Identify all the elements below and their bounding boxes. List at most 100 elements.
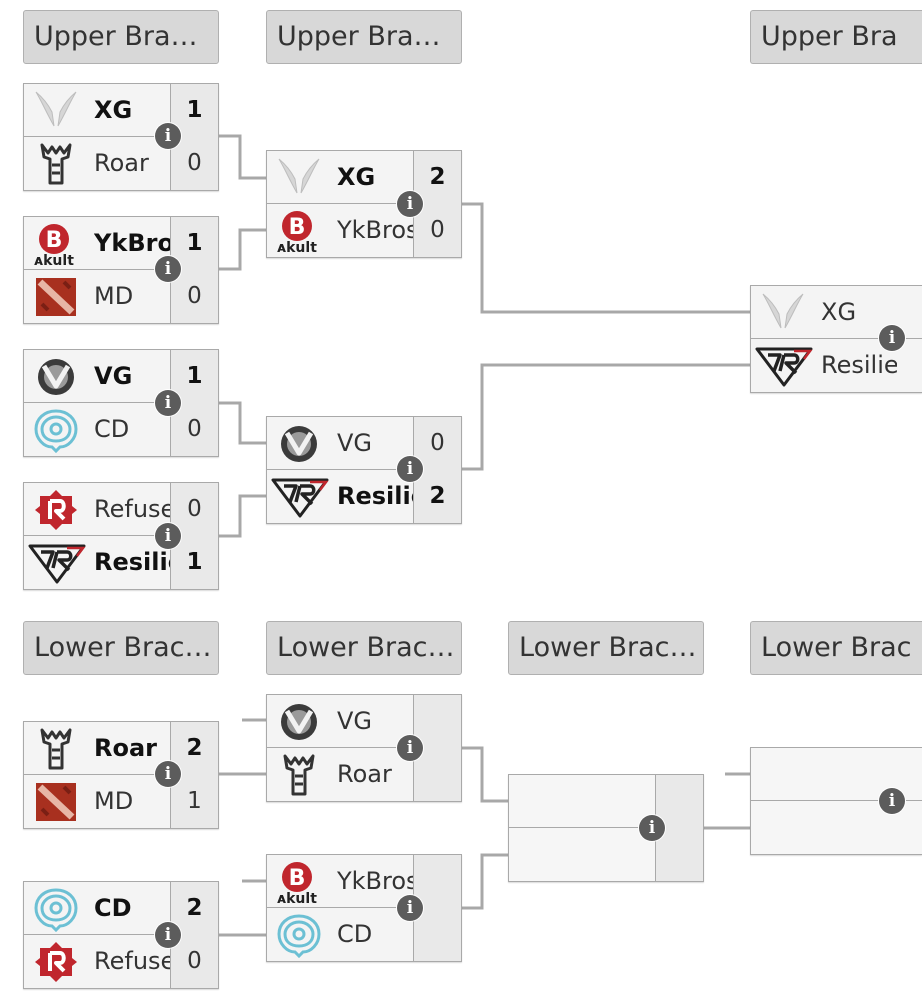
match-slot-bottom[interactable]: Resilience 1 [24,536,218,589]
team-score: 1 [170,775,218,828]
match-slot-bottom[interactable]: CD 0 [24,403,218,456]
match-slot-top[interactable]: Refuse 0 [24,483,218,536]
match-slot-top[interactable]: XG 2 [267,151,461,204]
match-upper-r2-2[interactable]: VG 0 Resilience 2 [266,416,462,524]
round-header-lower-r2: Lower Brac… [266,621,462,675]
round-header-upper-r1: Upper Bra… [23,10,219,64]
team-name: Refuse [94,495,170,523]
team-name: VG [337,429,373,457]
match-slot-bottom[interactable]: Resilience 2 [267,470,461,523]
team-score [413,855,461,908]
team-name: MD [94,282,134,310]
match-slot-top[interactable]: CD 2 [24,882,218,935]
vg-logo [32,354,80,400]
match-lower-r1-2[interactable]: CD 2 Refuse 0 [23,881,219,989]
match-info-icon[interactable]: i [155,761,181,787]
team-name: YkBros [337,867,413,895]
team-name: CD [337,920,373,948]
team-name: Refuse [94,947,170,975]
match-info-icon[interactable]: i [155,123,181,149]
match-slot-top[interactable]: YkBros [267,855,461,908]
team-score: 0 [170,935,218,988]
team-name: VG [94,362,133,390]
match-slot-bottom[interactable]: YkBros 0 [267,204,461,257]
match-info-icon[interactable]: i [155,390,181,416]
team-score: 0 [170,270,218,323]
team-score: 1 [170,536,218,589]
refuse-logo [32,939,80,985]
team-name: YkBros [94,229,170,257]
match-slot-bottom[interactable]: Resilience [751,339,922,392]
xg-logo [275,155,323,201]
round-header-lower-r3: Lower Brac… [508,621,704,675]
match-slot-top[interactable]: XG 1 [24,84,218,137]
match-upper-r1-2[interactable]: YkBros 1 MD 0 [23,216,219,324]
refuse-logo [32,487,80,533]
match-slot-bottom[interactable]: MD 0 [24,270,218,323]
match-info-icon[interactable]: i [879,788,905,814]
match-slot-bottom[interactable]: CD [267,908,461,961]
match-slot-top[interactable]: VG 0 [267,417,461,470]
team-name: XG [821,298,857,326]
match-slot-top[interactable]: Roar 2 [24,722,218,775]
md-logo [32,274,80,320]
team-score [413,695,461,748]
team-name: Resilience [821,351,897,379]
match-slot-top[interactable]: VG [267,695,461,748]
match-info-icon[interactable]: i [155,922,181,948]
match-slot-bottom[interactable]: MD 1 [24,775,218,828]
team-name: CD [94,894,132,922]
match-info-icon[interactable]: i [879,325,905,351]
team-name: VG [337,707,373,735]
team-score [413,748,461,801]
match-slot-bottom[interactable]: Roar [267,748,461,801]
match-info-icon[interactable]: i [397,456,423,482]
team-name: Resilience [94,548,170,576]
team-score: 0 [170,403,218,456]
xg-logo [759,290,807,336]
team-score: 1 [170,350,218,403]
match-info-icon[interactable]: i [155,256,181,282]
team-score: 2 [413,470,461,523]
resilience-logo [754,343,814,389]
match-lower-r2-1[interactable]: VG Roar [266,694,462,802]
team-score: 2 [170,882,218,935]
ykbros-logo [32,221,80,267]
vg-logo [275,699,323,745]
match-slot-top[interactable] [751,748,922,801]
match-upper-r2-1[interactable]: XG 2 YkBros 0 [266,150,462,258]
match-info-icon[interactable]: i [155,523,181,549]
match-slot-top[interactable]: VG 1 [24,350,218,403]
match-upper-r1-4[interactable]: Refuse 0 Resilience 1 [23,482,219,590]
match-slot-top[interactable]: XG [751,286,922,339]
match-upper-r1-1[interactable]: XG 1 Roar 0 [23,83,219,191]
match-slot-top[interactable]: YkBros 1 [24,217,218,270]
ykbros-logo [275,208,323,254]
xg-logo [32,88,80,134]
team-name: YkBros [337,216,413,244]
match-slot-bottom[interactable]: Roar 0 [24,137,218,190]
match-info-icon[interactable]: i [397,895,423,921]
round-header-lower-r4: Lower Brac [750,621,922,675]
team-name: Roar [94,734,157,762]
match-slot-bottom[interactable]: Refuse 0 [24,935,218,988]
team-name: XG [94,96,133,124]
match-info-icon[interactable]: i [639,815,665,841]
match-slot-top[interactable] [509,775,703,828]
match-lower-r1-1[interactable]: Roar 2 MD 1 [23,721,219,829]
vg-logo [275,421,323,467]
team-score: 0 [170,483,218,536]
match-lower-r3-1[interactable] [508,774,704,882]
roar-logo [275,752,323,798]
ykbros-logo [275,859,323,905]
match-info-icon[interactable]: i [397,735,423,761]
cd-logo [32,407,80,453]
team-score: 0 [413,204,461,257]
match-info-icon[interactable]: i [397,191,423,217]
team-score [413,908,461,961]
match-lower-r2-2[interactable]: YkBros CD [266,854,462,962]
match-upper-r1-3[interactable]: VG 1 CD 0 [23,349,219,457]
team-name: XG [337,163,376,191]
team-name: MD [94,787,134,815]
